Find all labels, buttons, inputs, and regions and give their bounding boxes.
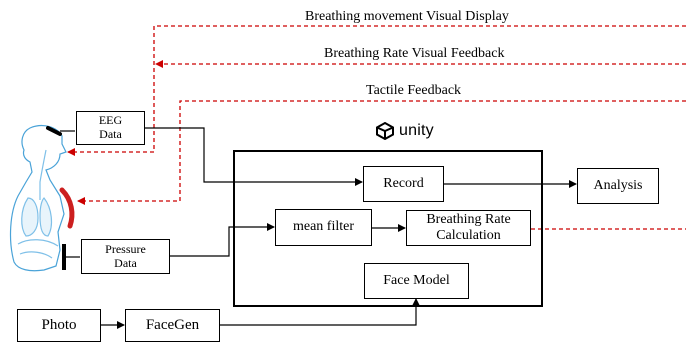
record-label: Record [383,175,424,191]
movement-display-label: Breathing movement Visual Display [305,9,509,24]
data-flow-arrows [60,127,577,329]
facegen-label: FaceGen [145,316,200,333]
rate-feedback-label: Breathing Rate Visual Feedback [324,46,505,61]
rate-calculation-box: Breathing Rate Calculation [406,210,531,246]
pressure-data-box: Pressure Data [81,239,170,274]
eeg-electrode [46,126,62,136]
human-body-illustration [9,124,67,272]
record-box: Record [363,166,444,202]
rate-calc-line1: Breathing Rate [426,211,511,227]
eeg-label-line2: Data [99,127,122,141]
tactile-feedback-label: Tactile Feedback [366,83,462,98]
pressure-label-line1: Pressure [105,241,146,256]
pressure-label-line2: Data [114,255,137,270]
feedback-lines [67,25,686,230]
mean-filter-label: mean filter [292,219,355,235]
analysis-label: Analysis [593,177,643,193]
mean-filter-box: mean filter [275,209,372,246]
chest-belt-sensor [59,187,75,229]
unity-logo: unity [375,122,434,140]
face-model-box: Face Model [364,263,469,299]
eeg-data-box: EEG Data [76,111,145,145]
analysis-box: Analysis [577,168,659,204]
unity-cube-icon [376,122,394,140]
eeg-label-line1: EEG [98,113,123,128]
photo-label: Photo [41,316,77,333]
facegen-box: FaceGen [125,309,220,342]
face-model-label: Face Model [383,272,450,288]
photo-box: Photo [17,309,101,342]
unity-logo-text: unity [399,122,434,139]
rate-calc-line2: Calculation [436,228,501,243]
unity-container [233,150,543,307]
